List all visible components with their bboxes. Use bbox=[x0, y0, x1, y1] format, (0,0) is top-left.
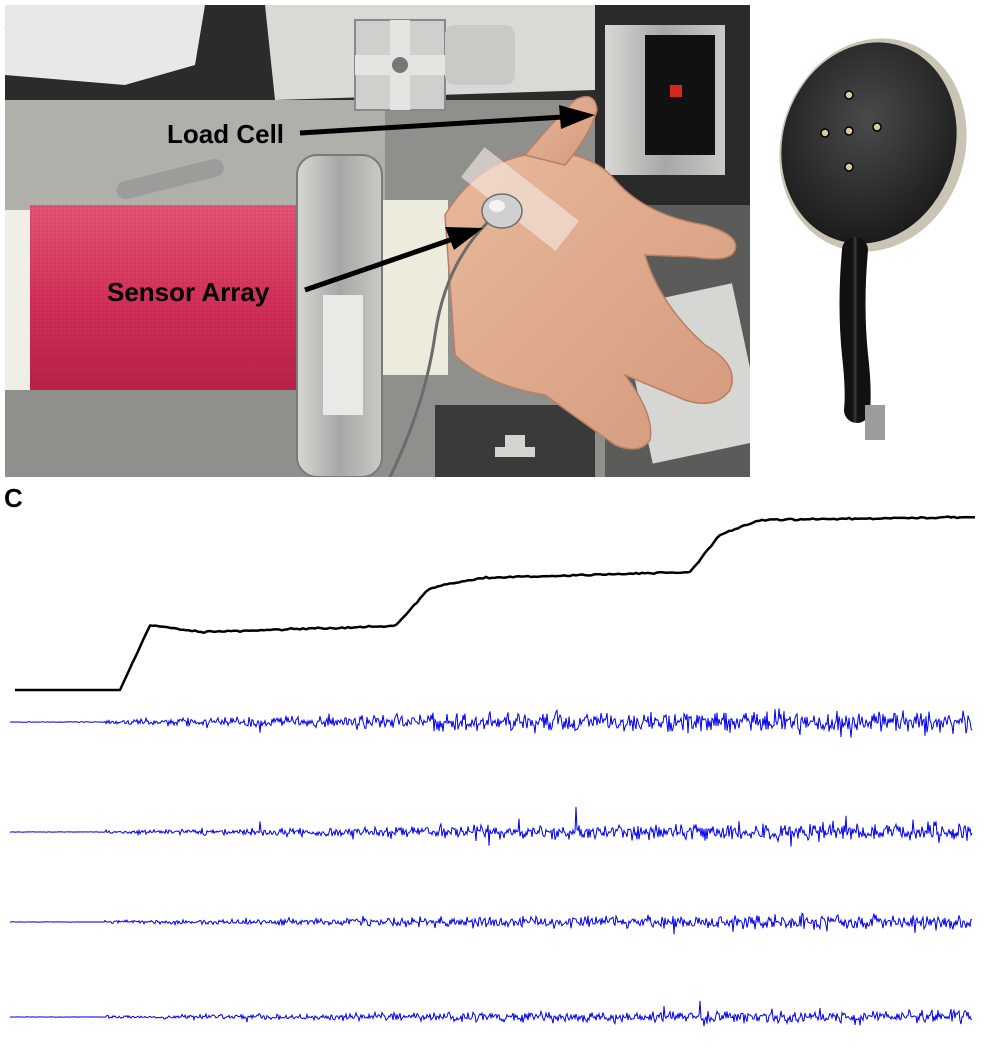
emg-trace-channel-4 bbox=[9, 1000, 973, 1027]
signal-traces bbox=[9, 515, 976, 1027]
load-cell-label: Load Cell bbox=[167, 119, 284, 149]
panel-label-c: C bbox=[4, 483, 23, 513]
setup-photo: Load Cell Sensor Array bbox=[5, 5, 750, 477]
emg-trace-channel-3 bbox=[9, 912, 973, 935]
electrode-pins bbox=[820, 90, 882, 172]
sensor-closeup-photo bbox=[755, 5, 985, 477]
force-trace bbox=[15, 515, 976, 692]
sensor-disc bbox=[779, 38, 967, 252]
emg-trace-channel-1 bbox=[9, 708, 973, 738]
emg-trace-channel-2 bbox=[9, 806, 973, 847]
sensor-array-label: Sensor Array bbox=[107, 277, 270, 307]
